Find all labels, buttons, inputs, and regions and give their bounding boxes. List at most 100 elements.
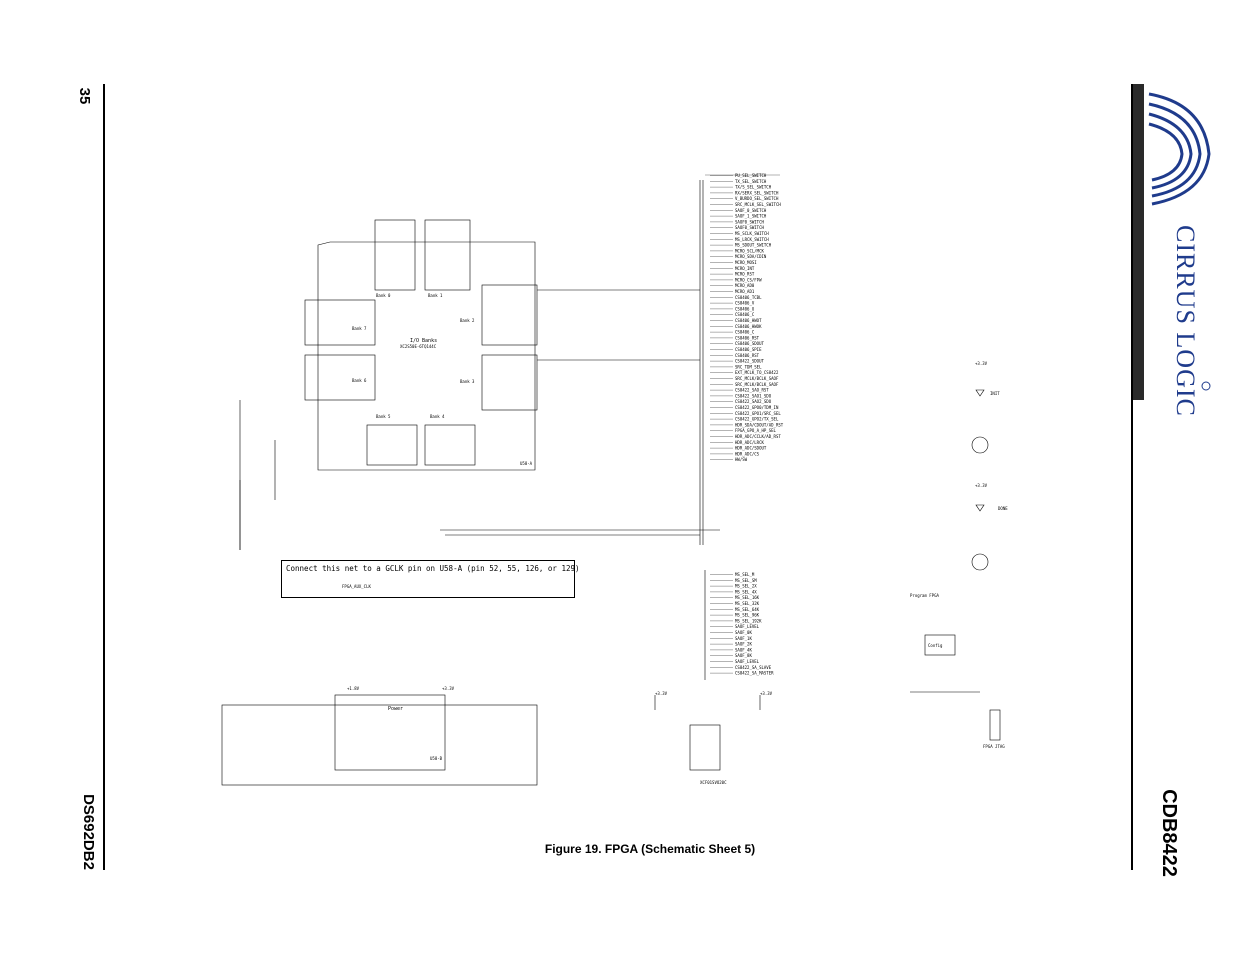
net-label: CS8422_GPO0/TDM_IN [735, 405, 779, 410]
net-label: CS8406_C [735, 330, 755, 335]
net-label: MS_SDOUT_SWITCH [735, 243, 772, 248]
net-label: CS8406_RST [735, 335, 760, 340]
lower-net-label: CS8422_SA_SLAVE [735, 665, 772, 670]
net-label: HDR_ADC/LRCK [735, 440, 764, 445]
bank-2-label: Bank 2 [460, 318, 475, 323]
bank-3-label: Bank 3 [460, 379, 475, 384]
rail-label: +3.3V [655, 691, 668, 696]
net-label: SAOF0_SWITCH [735, 225, 764, 230]
net-label: SRC_MCLK/BCLK_SAOF [735, 382, 779, 387]
net-label: MS_LRCK_SWITCH [735, 237, 769, 242]
bank-0-label: Bank 0 [376, 293, 391, 298]
logo-wordmark: CIRRUS LOGIC [1171, 225, 1200, 417]
net-label: MCRO_RST [735, 272, 755, 277]
document-id: DS692DB2 [80, 794, 97, 870]
net-label: SAOF_0_SWITCH [735, 208, 767, 213]
right-margin-rule [1131, 84, 1133, 870]
net-label: FPGA_GPO_A_HP_SEL [735, 428, 777, 433]
right-net-labels: PU_SEL_SWITCHTX_SEL_SWITCHTX/S_SEL_SWITC… [710, 173, 784, 462]
net-label: HDR_ADC/CCLK/AD_RST [735, 434, 781, 439]
net-label: CS8422_SDOUT [735, 359, 764, 364]
lower-net-label: SAOF_1K [735, 636, 752, 641]
net-label: SRC_MCLK/BCLK_SAOF [735, 376, 779, 381]
lower-net-label: CS8422_SA_MASTER [735, 671, 774, 676]
lower-net-label: SAOF_4K [735, 647, 752, 652]
net-label: EXT_MCLK_TO_CS8422 [735, 370, 779, 375]
gclk-note-net: FPGA_AUX_CLK [342, 584, 371, 589]
lower-net-label: SAOF_8K [735, 653, 752, 658]
net-label: SRC_MCLK_SEL_SWITCH [735, 202, 781, 207]
net-label: HDR_ADC/CS [735, 451, 760, 456]
lower-net-label: MS_SEL_96K [735, 613, 760, 618]
lower-net-label: MS_SEL_2X [735, 584, 757, 589]
lower-net-labels: MS_SEL_MMS_SEL_SMMS_SEL_2XMS_SEL_4XMS_SE… [710, 572, 774, 676]
net-label: MCRO_CS/FPW [735, 277, 762, 282]
config-label: Config [928, 643, 943, 648]
net-label: TX_SEL_SWITCH [735, 179, 767, 184]
lower-net-label: SAOF_0K [735, 630, 752, 635]
prom-part-number: XCF01SVO20C [700, 780, 727, 785]
net-label: CS8422_SAO1_SDO [735, 393, 772, 398]
net-label: SRC_TDM_SEL [735, 364, 762, 369]
lower-net-label: MS_SEL_64K [735, 607, 760, 612]
net-label: HW/SW [735, 457, 748, 462]
rail-label: +3.3V [760, 691, 773, 696]
net-label: MCRO_AD0 [735, 283, 755, 288]
net-label: HDR_ADC/SDOUT [735, 446, 767, 451]
rail-label: +3.3V [442, 686, 455, 691]
lower-net-label: MS_SEL_32K [735, 601, 760, 606]
lower-net-label: SAOF_LEVEL [735, 659, 760, 664]
figure-caption: Figure 19. FPGA (Schematic Sheet 5) [544, 842, 756, 856]
bank-4-label: Bank 4 [430, 414, 445, 419]
fpga-block-label: I/O Banks [410, 338, 437, 344]
rail-label: +3.3V [975, 361, 988, 366]
rail-label: +1.8V [347, 686, 360, 691]
net-label: CS8406_C [735, 312, 755, 317]
net-label: SAOF0_SWITCH [735, 219, 764, 224]
net-label: CS8422_SAO_RST [735, 388, 769, 393]
net-label: SAOF_1_SWITCH [735, 214, 767, 219]
net-label: CS8406_V [735, 301, 755, 306]
net-label: CS8406_SPIE [735, 347, 762, 352]
fpga-schematic: I/O Banks XC2S50E-6TQ144C U58-A U58-B Po… [221, 173, 1008, 786]
net-label: CS8406_TCBL [735, 295, 762, 300]
net-label: MCRO_AD1 [735, 289, 755, 294]
net-label: MCRO_SCL/MCK [735, 248, 764, 253]
net-label: MCRO_INT [735, 266, 755, 271]
product-name: CDB8422 [1158, 789, 1180, 877]
net-label: CS8422_SAO2_SDO [735, 399, 772, 404]
net-label: MS_SCLK_SWITCH [735, 231, 769, 236]
net-label: HDR_SDA/CDOUT/AD_RST [735, 422, 784, 427]
u58b-ref: U58-B [430, 756, 443, 761]
lower-net-label: MS_SEL_192K [735, 618, 762, 623]
net-label: PU_SEL_SWITCH [735, 173, 767, 178]
program-fpga-label: Program FPGA [910, 593, 939, 598]
left-margin-rule [103, 84, 105, 870]
net-label: TX/S_SEL_SWITCH [735, 185, 772, 190]
lower-net-label: MS_SEL_M [735, 572, 755, 577]
init-label: INIT [990, 391, 1000, 396]
net-label: CS8406_SDOUT [735, 341, 764, 346]
fpga-part-number: XC2S50E-6TQ144C [400, 344, 437, 349]
page-number: 35 [76, 87, 93, 105]
lower-net-label: MS_SEL_SM [735, 578, 757, 583]
net-label: MCRO_SDA/CDIN [735, 254, 767, 259]
gclk-note-text: Connect this net to a GCLK pin on U58-A … [286, 564, 580, 573]
bank-1-label: Bank 1 [428, 293, 443, 298]
net-label: CS8406_HWOK [735, 324, 762, 329]
net-label: V_BURDO_SEL_SWITCH [735, 196, 779, 201]
net-label: CS8422_GPO1/SRC_SEL [735, 411, 781, 416]
logo-side-bar [1133, 84, 1144, 400]
bank-5-label: Bank 5 [376, 414, 391, 419]
done-label: DONE [998, 506, 1008, 511]
net-label: CS8422_GPO2/TX_SEL [735, 417, 779, 422]
lower-net-label: MS_SEL_4X [735, 589, 757, 594]
net-label: RX/SERX_SEL_SWITCH [735, 190, 779, 195]
net-label: CS8406_U [735, 306, 755, 311]
bank-6-label: Bank 6 [352, 378, 367, 383]
lower-net-label: SAOF_LEVEL [735, 624, 760, 629]
lower-net-label: MS_SEL_16K [735, 595, 760, 600]
lower-net-label: SAOF_2K [735, 642, 752, 647]
power-label: Power [388, 706, 403, 712]
gclk-note-box: Connect this net to a GCLK pin on U58-A … [281, 560, 580, 598]
